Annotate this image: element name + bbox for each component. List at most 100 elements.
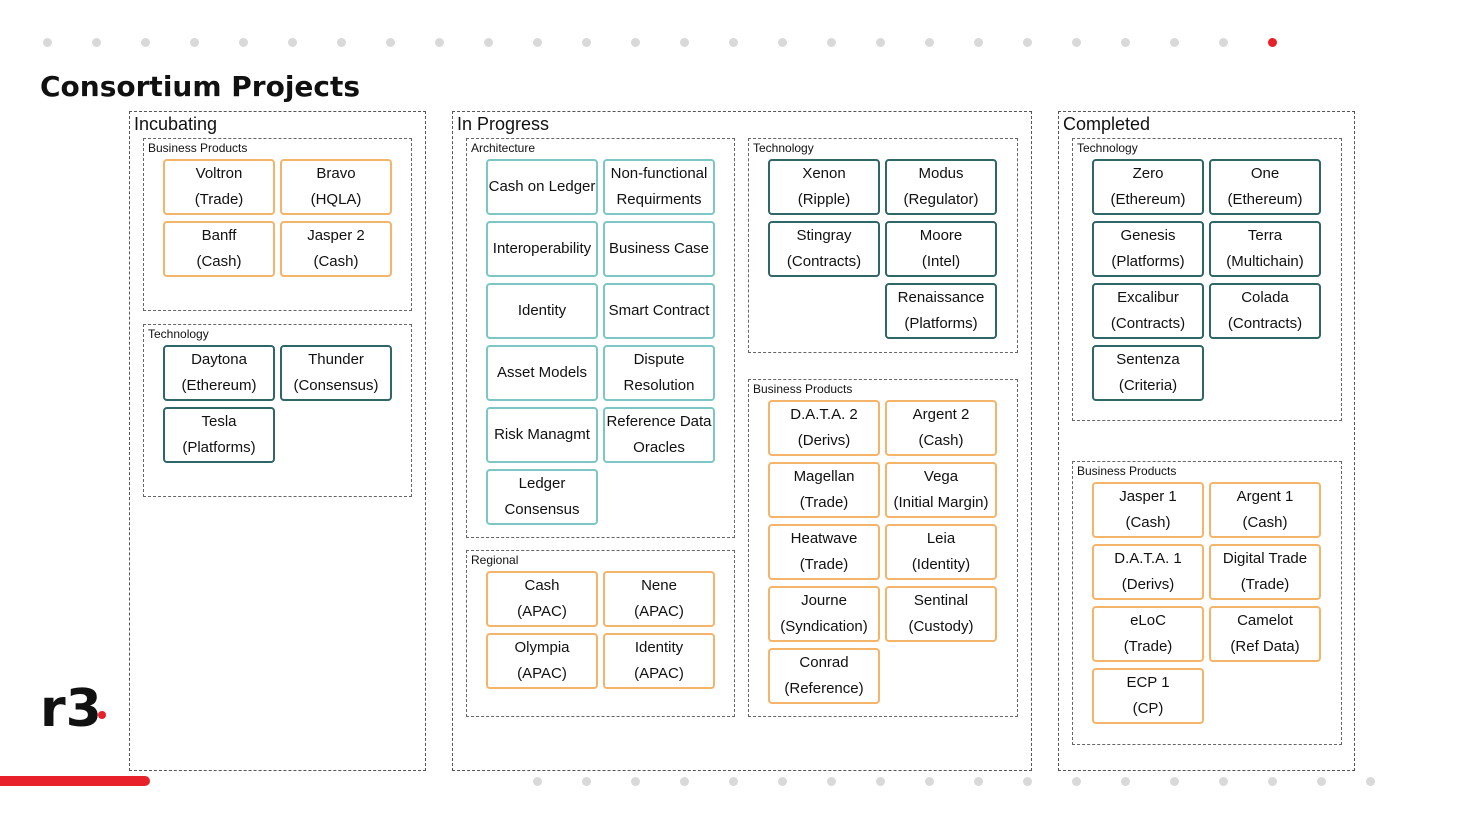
project-detail: (Cash) xyxy=(196,253,242,270)
column-title: Completed xyxy=(1063,114,1151,134)
page-dot xyxy=(1366,777,1375,786)
page-dot xyxy=(1170,38,1179,47)
project-box[interactable]: Jasper 2(Cash) xyxy=(280,221,392,277)
project-detail: (Trade) xyxy=(1123,638,1173,655)
project-detail: (Ref Data) xyxy=(1230,638,1300,655)
project-detail: (Trade) xyxy=(799,556,849,573)
project-box[interactable]: One(Ethereum) xyxy=(1209,159,1321,215)
project-box[interactable]: Camelot(Ref Data) xyxy=(1209,606,1321,662)
group-label: Technology xyxy=(753,141,814,155)
project-name: Daytona xyxy=(191,351,247,368)
project-box[interactable]: Sentenza(Criteria) xyxy=(1092,345,1204,401)
page-dot xyxy=(533,38,542,47)
project-box[interactable]: Jasper 1(Cash) xyxy=(1092,482,1204,538)
page-dot xyxy=(1023,38,1032,47)
project-name: Risk Managmt xyxy=(494,426,590,443)
project-box[interactable]: Argent 2(Cash) xyxy=(885,400,997,456)
group-technology: Technology Zero(Ethereum)One(Ethereum)Ge… xyxy=(1072,138,1342,421)
page-dot xyxy=(1072,38,1081,47)
project-box[interactable]: Xenon(Ripple) xyxy=(768,159,880,215)
project-box[interactable]: Conrad(Reference) xyxy=(768,648,880,704)
project-detail: Consensus xyxy=(504,501,580,518)
project-box[interactable]: Asset Models xyxy=(486,345,598,401)
page-dot xyxy=(288,38,297,47)
project-box[interactable]: Journe(Syndication) xyxy=(768,586,880,642)
project-box[interactable]: Digital Trade(Trade) xyxy=(1209,544,1321,600)
project-box[interactable]: Terra(Multichain) xyxy=(1209,221,1321,277)
project-box[interactable]: Cash on Ledger xyxy=(486,159,598,215)
project-box[interactable]: Bravo(HQLA) xyxy=(280,159,392,215)
project-box[interactable]: Identity xyxy=(486,283,598,339)
project-box[interactable]: Sentinal(Custody) xyxy=(885,586,997,642)
project-box[interactable]: Interoperability xyxy=(486,221,598,277)
page-dot xyxy=(484,38,493,47)
project-name: Moore xyxy=(919,227,963,244)
project-name: Olympia xyxy=(514,639,570,656)
project-box[interactable]: Genesis(Platforms) xyxy=(1092,221,1204,277)
project-box[interactable]: Daytona(Ethereum) xyxy=(163,345,275,401)
project-box[interactable]: Renaissance(Platforms) xyxy=(885,283,997,339)
project-box[interactable]: Tesla(Platforms) xyxy=(163,407,275,463)
project-detail: Requirments xyxy=(616,191,702,208)
project-box[interactable]: Colada(Contracts) xyxy=(1209,283,1321,339)
project-detail: (Criteria) xyxy=(1118,377,1178,394)
page-dot xyxy=(1072,777,1081,786)
project-box[interactable]: Voltron(Trade) xyxy=(163,159,275,215)
page-dot xyxy=(827,38,836,47)
page-dot xyxy=(680,777,689,786)
project-box[interactable]: D.A.T.A. 2(Derivs) xyxy=(768,400,880,456)
project-box[interactable]: Banff(Cash) xyxy=(163,221,275,277)
project-box[interactable]: Identity(APAC) xyxy=(603,633,715,689)
project-box[interactable]: Risk Managmt xyxy=(486,407,598,463)
project-box[interactable]: Vega(Initial Margin) xyxy=(885,462,997,518)
project-detail: (Derivs) xyxy=(1121,576,1175,593)
project-box[interactable]: Argent 1(Cash) xyxy=(1209,482,1321,538)
page-dot xyxy=(1219,777,1228,786)
project-box[interactable]: Leia(Identity) xyxy=(885,524,997,580)
group-technology: Technology Daytona(Ethereum)Thunder(Cons… xyxy=(143,324,412,497)
project-detail: (APAC) xyxy=(634,603,684,620)
page-dot xyxy=(582,38,591,47)
project-box[interactable]: Stingray(Contracts) xyxy=(768,221,880,277)
group-label: Architecture xyxy=(471,141,536,155)
project-box[interactable]: Nene(APAC) xyxy=(603,571,715,627)
project-box[interactable]: Smart Contract xyxy=(603,283,715,339)
project-name: Excalibur xyxy=(1117,289,1179,306)
group-business-products: Business Products D.A.T.A. 2(Derivs)Arge… xyxy=(748,379,1018,717)
project-box[interactable]: Cash (APAC) xyxy=(486,571,598,627)
project-box[interactable]: eLoC(Trade) xyxy=(1092,606,1204,662)
project-detail: (Platforms) xyxy=(182,439,256,456)
page-dot xyxy=(386,38,395,47)
project-name: Cash xyxy=(524,577,560,594)
project-box[interactable]: D.A.T.A. 1(Derivs) xyxy=(1092,544,1204,600)
project-name: Terra xyxy=(1247,227,1283,244)
group-label: Business Products xyxy=(1077,464,1177,478)
r3-logo: r3 xyxy=(40,680,106,734)
project-box[interactable]: Magellan(Trade) xyxy=(768,462,880,518)
project-box[interactable]: Olympia(APAC) xyxy=(486,633,598,689)
page-dot xyxy=(631,38,640,47)
project-box[interactable]: Business Case xyxy=(603,221,715,277)
project-box[interactable]: Moore(Intel) xyxy=(885,221,997,277)
column-title: In Progress xyxy=(457,114,550,134)
project-box[interactable]: Heatwave (Trade) xyxy=(768,524,880,580)
project-detail: (APAC) xyxy=(517,603,567,620)
project-box[interactable]: Modus(Regulator) xyxy=(885,159,997,215)
project-box[interactable]: ECP 1(CP) xyxy=(1092,668,1204,724)
page-dot xyxy=(1121,38,1130,47)
project-box[interactable]: Thunder(Consensus) xyxy=(280,345,392,401)
page-dot xyxy=(925,777,934,786)
project-name: Reference Data xyxy=(606,413,712,430)
page-dot xyxy=(582,777,591,786)
project-box[interactable]: Zero(Ethereum) xyxy=(1092,159,1204,215)
project-box[interactable]: Excalibur(Contracts) xyxy=(1092,283,1204,339)
project-name: Heatwave xyxy=(790,530,858,547)
group-label: Business Products xyxy=(753,382,853,396)
page-dot xyxy=(92,38,101,47)
project-name: Vega xyxy=(923,468,959,485)
